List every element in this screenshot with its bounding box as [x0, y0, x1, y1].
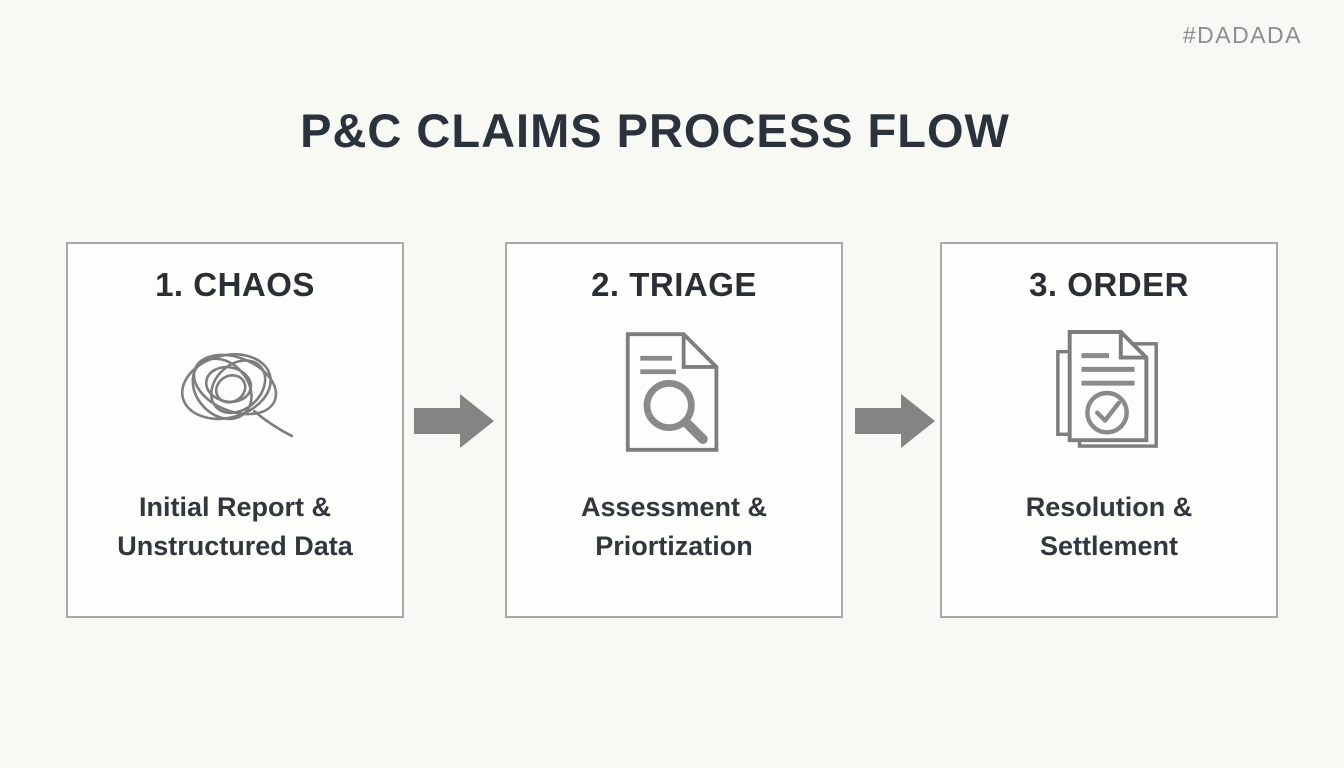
step-heading: 1. CHAOS — [155, 266, 315, 303]
caption-line: Priortization — [595, 531, 753, 561]
step-card-chaos: 1. CHAOS Initial Report & Unstructured D… — [66, 242, 404, 618]
right-block-arrow-icon — [414, 389, 494, 453]
step-caption: Initial Report & Unstructured Data — [68, 488, 402, 566]
step-caption: Resolution & Settlement — [942, 488, 1276, 566]
step-heading: 3. ORDER — [1029, 266, 1189, 303]
step-heading: 2. TRIAGE — [591, 266, 757, 303]
caption-line: Unstructured Data — [117, 531, 353, 561]
caption-line: Assessment & — [580, 492, 768, 522]
caption-line: Initial Report & — [138, 492, 331, 522]
document-search-icon — [507, 322, 841, 462]
caption-line: Resolution & — [1025, 492, 1193, 522]
color-watermark-label: #DADADA — [1182, 22, 1302, 48]
caption-line: Settlement — [1039, 531, 1179, 561]
documents-check-icon — [942, 322, 1276, 462]
scribble-icon — [68, 322, 402, 462]
right-block-arrow-icon — [855, 389, 935, 453]
page-title: P&C CLAIMS PROCESS FLOW — [300, 104, 1010, 157]
step-caption: Assessment & Priortization — [507, 488, 841, 566]
step-card-triage: 2. TRIAGE Assessment & Priortization — [505, 242, 843, 618]
step-card-order: 3. ORDER Resolution & Settlement — [940, 242, 1278, 618]
